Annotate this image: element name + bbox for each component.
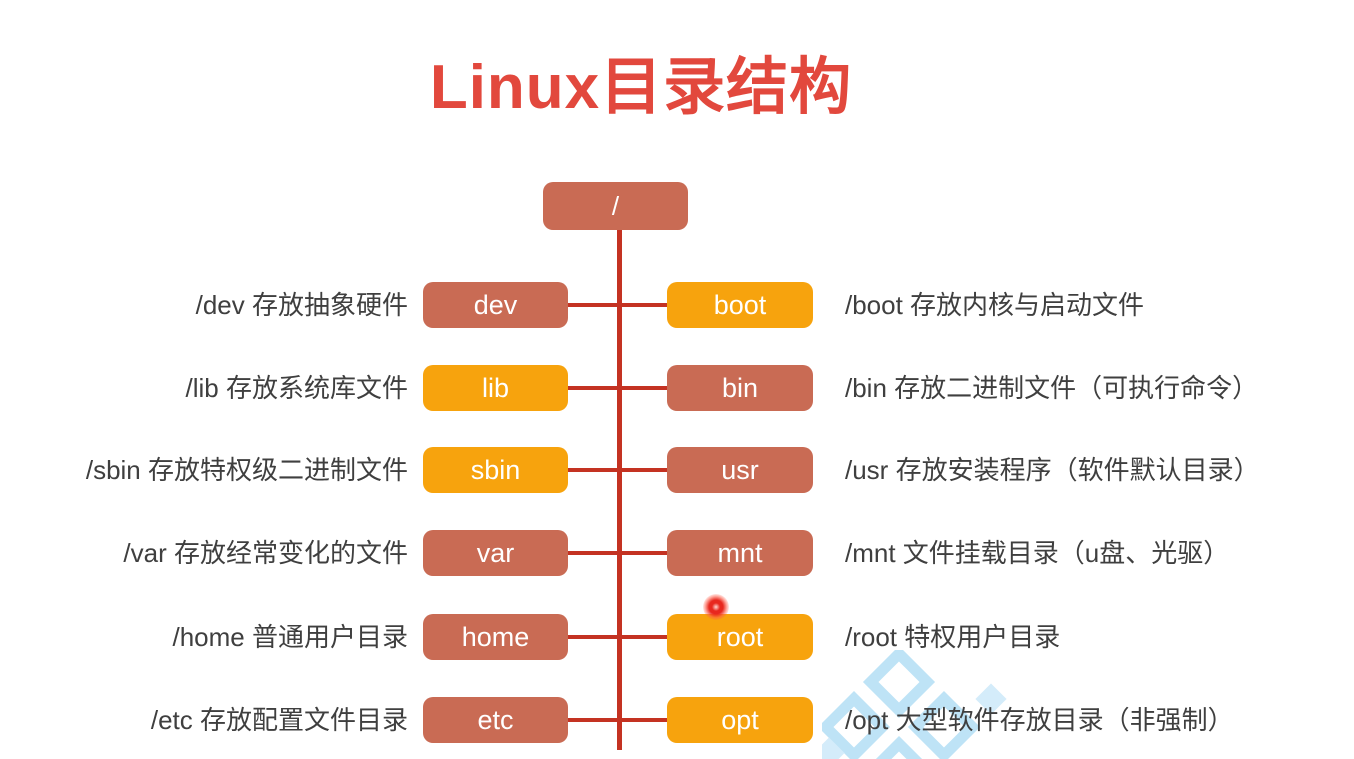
tree-row: /dev 存放抽象硬件 dev boot /boot 存放内核与启动文件	[0, 282, 1354, 328]
page-title: Linux目录结构	[429, 53, 853, 122]
connector-line	[555, 386, 677, 390]
laser-pointer-dot	[703, 594, 729, 620]
connector-line	[555, 635, 677, 639]
etc-description: /etc 存放配置文件目录	[150, 705, 408, 735]
tree-row: /sbin 存放特权级二进制文件 sbin usr /usr 存放安装程序（软件…	[0, 447, 1354, 493]
tree-trunk-line	[617, 228, 622, 750]
tree-row: /home 普通用户目录 home root /root 特权用户目录	[0, 614, 1354, 660]
node-mnt: mnt	[667, 530, 813, 576]
lib-description: /lib 存放系统库文件	[185, 373, 408, 403]
watermark-diamond-pattern	[822, 650, 1007, 759]
root-description: /root 特权用户目录	[845, 622, 1061, 652]
var-description: /var 存放经常变化的文件	[123, 538, 408, 568]
sbin-description: /sbin 存放特权级二进制文件	[85, 455, 408, 485]
node-bin: bin	[667, 365, 813, 411]
mnt-description: /mnt 文件挂载目录（u盘、光驱）	[845, 538, 1230, 568]
tree-row: /var 存放经常变化的文件 var mnt /mnt 文件挂载目录（u盘、光驱…	[0, 530, 1354, 576]
opt-description: /opt 大型软件存放目录（非强制）	[845, 705, 1234, 735]
node-filesystem-root: /	[543, 182, 688, 230]
node-sbin: sbin	[423, 447, 568, 493]
connector-line	[555, 468, 677, 472]
node-var: var	[423, 530, 568, 576]
connector-line	[555, 551, 677, 555]
node-usr: usr	[667, 447, 813, 493]
home-description: /home 普通用户目录	[172, 622, 409, 652]
node-root-directory: root	[667, 614, 813, 660]
node-opt: opt	[667, 697, 813, 743]
dev-description: /dev 存放抽象硬件	[195, 290, 408, 320]
node-lib: lib	[423, 365, 568, 411]
connector-line	[555, 303, 677, 307]
connector-line	[555, 718, 677, 722]
bin-description: /bin 存放二进制文件（可执行命令）	[845, 373, 1259, 403]
node-boot: boot	[667, 282, 813, 328]
tree-row: /etc 存放配置文件目录 etc opt /opt 大型软件存放目录（非强制）	[0, 697, 1354, 743]
node-home: home	[423, 614, 568, 660]
tree-row: /lib 存放系统库文件 lib bin /bin 存放二进制文件（可执行命令）	[0, 365, 1354, 411]
usr-description: /usr 存放安装程序（软件默认目录）	[845, 455, 1260, 485]
node-etc: etc	[423, 697, 568, 743]
boot-description: /boot 存放内核与启动文件	[845, 290, 1145, 320]
node-dev: dev	[423, 282, 568, 328]
